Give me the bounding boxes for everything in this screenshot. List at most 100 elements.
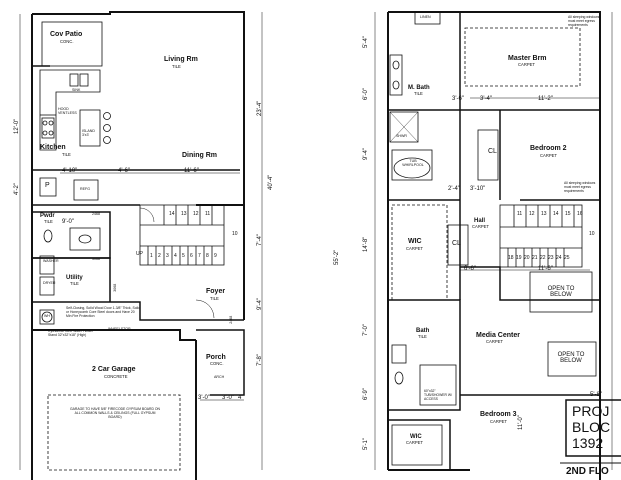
water-heater-note: Cylindrical Steel Water Heater Stand 32"… bbox=[48, 329, 94, 337]
dimension-label: 9'-4" bbox=[363, 148, 369, 160]
dimension-label: 3'-6" bbox=[452, 96, 464, 102]
room-finish-bedroom3: CARPET bbox=[490, 419, 507, 424]
dimension-label: 6'-6" bbox=[464, 266, 476, 272]
dimension-label: 6'-9" bbox=[363, 388, 369, 400]
dimension-label: 6'-0" bbox=[363, 88, 369, 100]
stair-tread-number: 2 bbox=[158, 253, 161, 259]
stair-tread-number: 3 bbox=[166, 253, 169, 259]
room-name-porch: Porch bbox=[206, 354, 226, 361]
dimension-label: 5'-8" bbox=[590, 392, 602, 398]
room-finish-utility: TILE bbox=[70, 281, 79, 286]
room-finish-bedroom2: CARPET bbox=[540, 153, 557, 158]
room-name-bedroom3: Bedroom 3 bbox=[480, 411, 517, 418]
stair-tread-number: 4 bbox=[174, 253, 177, 259]
stair-tread-number: 11 bbox=[517, 211, 523, 217]
first-floor-walls bbox=[19, 11, 263, 480]
room-name-pwdr: Pwdr bbox=[40, 213, 55, 219]
stair-tread-number: 12 bbox=[529, 211, 535, 217]
room-finish-foyer: TILE bbox=[210, 296, 219, 301]
dimension-label: 7'-4" bbox=[257, 234, 263, 246]
wh-label: WH bbox=[44, 314, 50, 318]
dimension-label: 3'-0" bbox=[222, 395, 234, 401]
stair-tread-number: 11 bbox=[205, 211, 211, 217]
room-finish-garage: CONCRETE bbox=[104, 374, 128, 379]
open-to-below-label: OPEN TO BELOW bbox=[557, 352, 585, 364]
stair-tread-number: 21 bbox=[532, 255, 538, 261]
stair-tread-number: 6 bbox=[190, 253, 193, 259]
room-finish-wic1: CARPET bbox=[406, 246, 423, 251]
dimension-label: 14'-8" bbox=[363, 236, 369, 252]
stair-tread-number: 14 bbox=[169, 211, 175, 217]
dimension-label: 7'-0" bbox=[363, 324, 369, 336]
room-name-kitchen: Kitchen bbox=[40, 144, 66, 151]
dimension-label: 23'-4" bbox=[257, 100, 263, 116]
sheet-title: 2ND FLO bbox=[566, 466, 609, 477]
egress-note: All sleeping windows must meet egress re… bbox=[564, 181, 596, 193]
stair-tread-number: 20 bbox=[524, 255, 530, 261]
linen-label: LINEN bbox=[420, 15, 431, 19]
room-name-garage: 2 Car Garage bbox=[92, 366, 136, 373]
second-floor-walls bbox=[374, 11, 621, 480]
stair-tread-number: 18 bbox=[508, 255, 514, 261]
dryer-label: DRYER bbox=[43, 281, 56, 285]
room-name-bedroom2: Bedroom 2 bbox=[530, 145, 567, 152]
stair-tread-number: 16 bbox=[577, 211, 583, 217]
stair-tread-number: 22 bbox=[540, 255, 546, 261]
island-label: ISLAND 3'x3' bbox=[82, 129, 95, 137]
tub-label: TUB WHIRLPOOL bbox=[402, 159, 424, 167]
room-name-wic1: WIC bbox=[408, 238, 422, 245]
stair-tread-number: 8 bbox=[206, 253, 209, 259]
dimension-label: 40'-4" bbox=[268, 174, 274, 190]
room-finish-porch: CONC. bbox=[210, 361, 224, 366]
dimension-label: 11'-0" bbox=[518, 415, 524, 430]
room-finish-wic2: CARPET bbox=[406, 440, 423, 445]
dimension-label: 7'-8" bbox=[257, 354, 263, 366]
hood-label: HOOD VENTLESS bbox=[58, 107, 77, 115]
pantry-label: P bbox=[45, 182, 50, 189]
door-size-label: 2468 bbox=[229, 315, 234, 324]
room-name-utility: Utility bbox=[66, 275, 83, 281]
stair-landing-number: 10 bbox=[232, 231, 238, 237]
dimension-label: 5'-4" bbox=[363, 36, 369, 48]
room-finish-hall: CARPET bbox=[472, 224, 489, 229]
room-name-wic2: WIC bbox=[410, 434, 422, 440]
shower-label: SHWR bbox=[396, 134, 407, 138]
stair-tread-number: 24 bbox=[556, 255, 562, 261]
dimension-label: 4'-2" bbox=[14, 183, 20, 195]
room-finish-living: TILE bbox=[172, 64, 181, 69]
room-name-dining: Dining Rm bbox=[182, 152, 217, 159]
tub-shower-note: 60"x32" TUB/SHOWER W/ ACCESS bbox=[424, 389, 453, 401]
dimension-label: 9'-0" bbox=[62, 219, 74, 225]
dimension-label: 3'-4" bbox=[480, 96, 492, 102]
stair-tread-number: 13 bbox=[541, 211, 547, 217]
room-finish-cov-patio: CONC. bbox=[60, 39, 74, 44]
closet-label: CL bbox=[488, 148, 497, 155]
door-size-label: 3068 bbox=[92, 257, 100, 261]
room-finish-media: CARPET bbox=[486, 339, 503, 344]
room-name-living: Living Rm bbox=[164, 56, 198, 63]
room-finish-master: CARPET bbox=[518, 62, 535, 67]
door-fire-note: Self-Closing, Solid Wood Door 1-3/8" Thi… bbox=[66, 306, 141, 318]
title-block-line: PROJ bbox=[572, 403, 610, 419]
dimension-label: 4' bbox=[238, 395, 243, 401]
dimension-label: 3'-10" bbox=[470, 186, 486, 192]
arch-label: ARCH bbox=[214, 375, 225, 379]
room-finish-kitchen: TILE bbox=[62, 152, 71, 157]
dimension-label: 5'-1" bbox=[363, 438, 369, 450]
dimension-label: 11'-2" bbox=[538, 96, 553, 102]
room-name-master: Master Brm bbox=[508, 55, 547, 62]
dimension-label: 12'-0" bbox=[14, 118, 20, 134]
stair-tread-number: 15 bbox=[565, 211, 571, 217]
wheelstop-label: WHEELSTOP bbox=[108, 327, 131, 331]
door-size-label: 3068 bbox=[113, 283, 118, 292]
washer-label: WASHER bbox=[43, 259, 59, 263]
stair-tread-number: 1 bbox=[150, 253, 153, 259]
stair-tread-number: 25 bbox=[564, 255, 570, 261]
stair-landing-number: 10 bbox=[589, 231, 595, 237]
stair-tread-number: 19 bbox=[516, 255, 522, 261]
stair-tread-number: 14 bbox=[553, 211, 559, 217]
room-finish-pwdr: TILE bbox=[44, 219, 53, 224]
stair-tread-number: 13 bbox=[181, 211, 187, 217]
room-name-hall: Hall bbox=[474, 218, 486, 224]
